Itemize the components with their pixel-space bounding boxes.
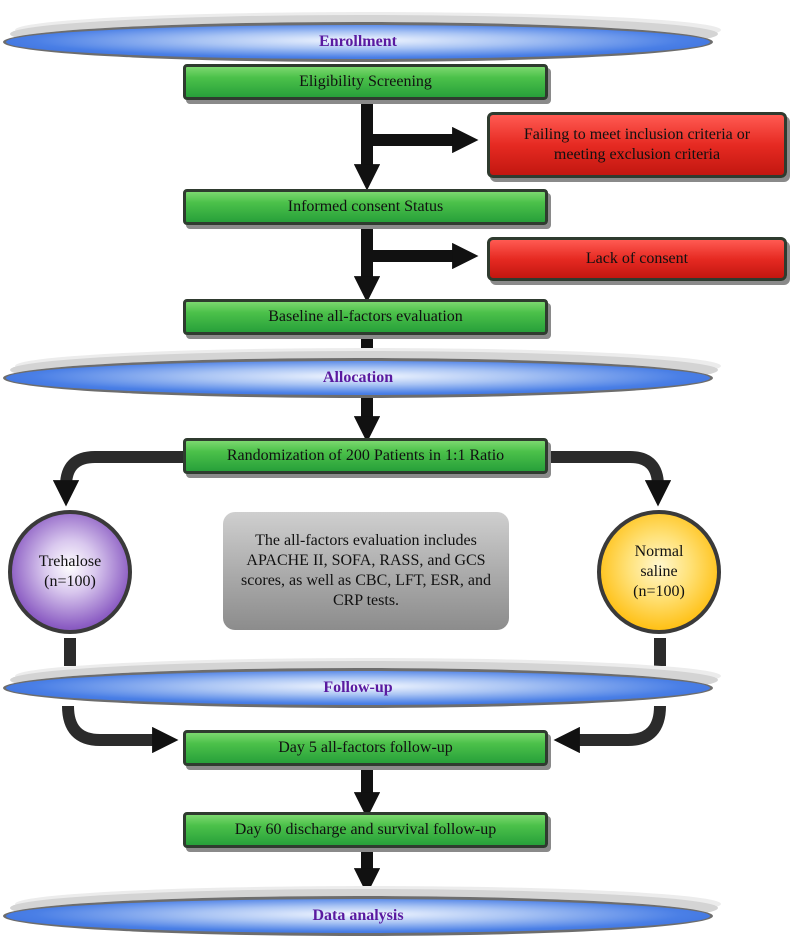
phase-enrollment: Enrollment bbox=[3, 22, 713, 62]
exclusion-criteria: Failing to meet inclusion criteria or me… bbox=[487, 112, 787, 178]
step-informed-consent: Informed consent Status bbox=[183, 189, 548, 225]
step-eligibility-screening: Eligibility Screening bbox=[183, 64, 548, 100]
saline-name-line1: Normal bbox=[634, 543, 684, 560]
phase-allocation-label: Allocation bbox=[322, 369, 394, 386]
phase-data-analysis-label: Data analysis bbox=[312, 907, 404, 924]
phase-enrollment-label: Enrollment bbox=[319, 33, 397, 50]
arrow-to-saline bbox=[548, 451, 672, 507]
phase-allocation: Allocation bbox=[3, 358, 713, 398]
evaluation-note: The all-factors evaluation includes APAC… bbox=[223, 512, 509, 630]
step-day60-follow-up: Day 60 discharge and survival follow-up bbox=[183, 812, 548, 848]
trehalose-name: Trehalose bbox=[38, 553, 102, 570]
step-randomization: Randomization of 200 Patients in 1:1 Rat… bbox=[183, 438, 548, 474]
saline-count: (n=100) bbox=[633, 583, 685, 600]
phase-data-analysis: Data analysis bbox=[3, 896, 713, 936]
arrow-saline-to-day5 bbox=[553, 705, 666, 754]
arrow-to-trehalose bbox=[52, 451, 183, 507]
phase-follow-up: Follow-up bbox=[3, 668, 713, 708]
group-normal-saline: Normal saline (n=100) bbox=[597, 510, 721, 634]
group-trehalose: Trehalose (n=100) bbox=[8, 510, 132, 634]
exclusion-lack-of-consent: Lack of consent bbox=[487, 237, 787, 281]
step-baseline-evaluation: Baseline all-factors evaluation bbox=[183, 299, 548, 335]
saline-name-line2: saline bbox=[640, 563, 678, 580]
phase-follow-up-label: Follow-up bbox=[323, 679, 393, 696]
step-day5-follow-up: Day 5 all-factors follow-up bbox=[183, 730, 548, 766]
arrow-trehalose-to-day5 bbox=[62, 705, 179, 754]
trehalose-count: (n=100) bbox=[44, 573, 96, 590]
